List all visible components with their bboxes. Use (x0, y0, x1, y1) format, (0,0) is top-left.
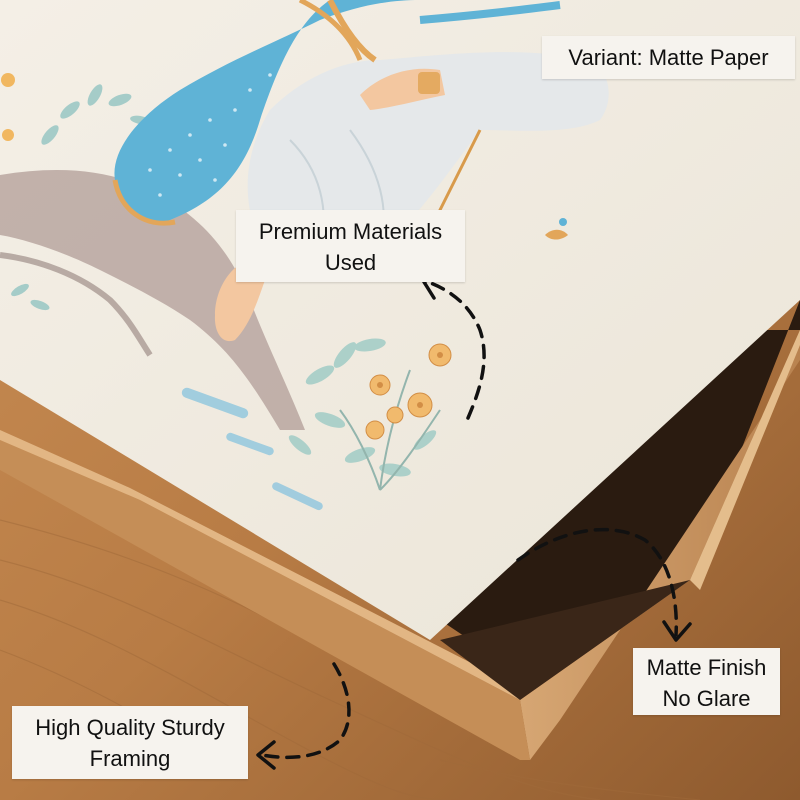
variant-label: Variant: Matte Paper (542, 36, 795, 79)
tree-trunk (0, 170, 305, 430)
framing-line-2: Framing (89, 746, 171, 771)
dashed-arrow-down-icon (516, 527, 679, 637)
variant-text: Variant: Matte Paper (568, 45, 769, 70)
framing-label: High Quality Sturdy Framing (12, 706, 248, 779)
premium-materials-label: Premium Materials Used (236, 210, 465, 282)
garment (247, 52, 609, 263)
premium-line-1: Premium Materials (258, 219, 443, 244)
wood-grain (0, 519, 701, 800)
water-strokes (181, 387, 323, 511)
matte-line-2: No Glare (662, 686, 751, 711)
bird (545, 229, 568, 240)
dashed-arrow-left-icon (260, 662, 351, 760)
frame-side-right (520, 330, 800, 760)
artwork (0, 0, 609, 511)
flowers-left (1, 73, 15, 141)
flower-bush (288, 338, 452, 491)
matte-finish-label: Matte Finish No Glare (633, 648, 780, 715)
frame-top-edge-front (0, 430, 520, 700)
frame-top-edge-right (690, 330, 800, 590)
frame-side-front (0, 440, 530, 760)
dashed-arrow-left-head (256, 740, 276, 770)
dashed-arrow-up-icon (426, 280, 486, 420)
dashed-arrow-down-head (662, 620, 692, 642)
framing-line-1: High Quality Sturdy (35, 715, 225, 740)
premium-line-2: Used (324, 250, 377, 275)
matte-line-1: Matte Finish (646, 655, 767, 680)
dupatta-pattern (148, 73, 272, 197)
frame-inner-bottom (440, 580, 690, 700)
dupatta (114, 0, 421, 223)
